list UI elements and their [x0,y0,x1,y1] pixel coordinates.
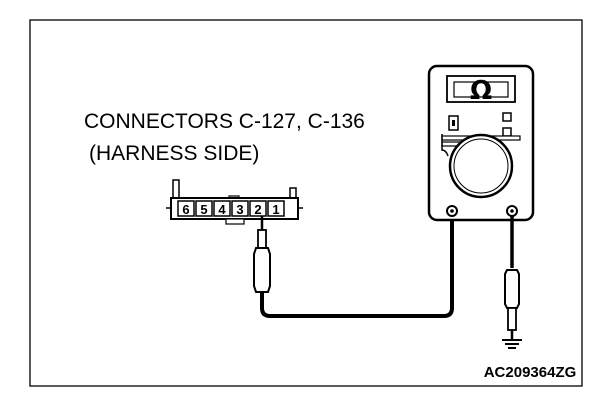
pin-label-1: 1 [272,202,279,217]
ohm-symbol: Ω [470,76,492,106]
ground-lead [502,216,522,349]
diagram-border [29,19,583,387]
harness-side-label: (HARNESS SIDE) [89,142,259,165]
multimeter: Ω [427,64,535,222]
figure-code: AC209364ZG [484,364,577,381]
meter-indicator-bottom [502,127,512,137]
connector-pin-3 [231,200,249,217]
harness-connector: 6 5 4 3 2 1 [166,179,303,225]
meter-indicator-top [502,112,512,122]
ground-probe-neck [507,307,517,331]
probe-lead-wire [260,214,454,318]
connector-label: CONNECTORS C-127, C-136 [84,110,365,133]
connector-latch-right [289,187,297,199]
connector-pins: 6 5 4 3 2 1 [177,200,285,217]
meter-display-window [453,81,509,98]
pin-label-4: 4 [218,202,226,217]
ground-probe-handle [504,269,520,309]
pin-label-2: 2 [254,202,261,217]
test-probe [253,216,271,293]
probe-neck [257,229,267,249]
pin-label-5: 5 [200,202,207,217]
pin-label-3: 3 [236,202,243,217]
connector-pin-4 [213,200,231,217]
probe-handle [253,247,271,293]
connector-pin-1 [267,200,285,217]
pin-label-6: 6 [182,202,189,217]
meter-selector-dial [448,133,514,199]
connector-pin-5 [195,200,213,217]
connector-pin-2 [249,200,267,217]
connector-pin-6 [177,200,195,217]
connector-key-bottom [225,218,245,225]
connector-latch [172,179,180,199]
